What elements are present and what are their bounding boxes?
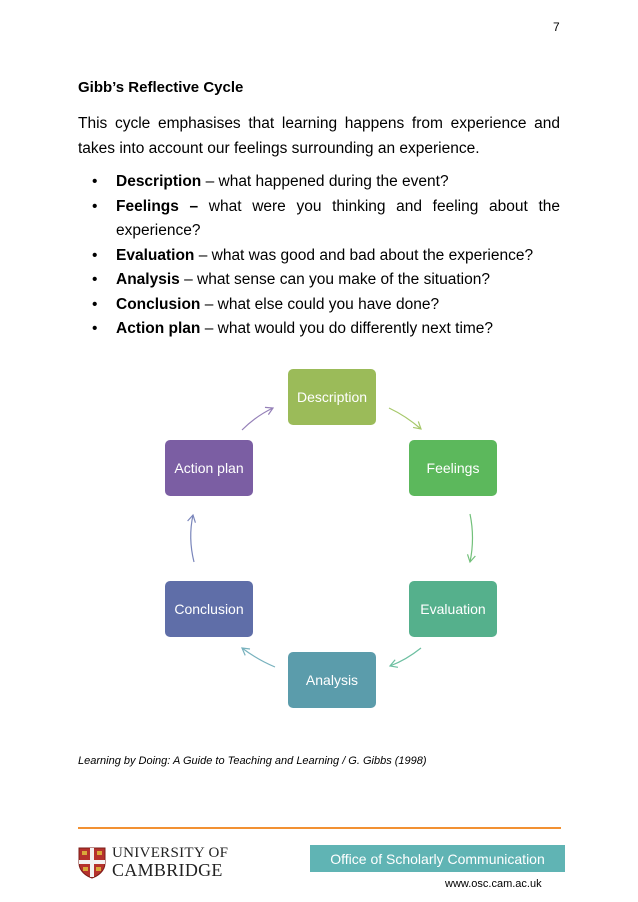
list-item-text: – what sense can you make of the situati… (179, 271, 490, 288)
list-item-text: – what happened during the event? (201, 173, 449, 190)
footer-url: www.osc.cam.ac.uk (445, 878, 542, 890)
list-item-term: Description (116, 173, 202, 190)
footer-divider (78, 827, 561, 829)
bullet-icon: • (92, 197, 98, 215)
cycle-box-evaluation: Evaluation (409, 581, 497, 637)
arrow-feelings-to-evaluation (466, 513, 476, 564)
list-item: • Conclusion – what else could you have d… (92, 293, 560, 318)
crest-icon (78, 847, 106, 879)
arrow-evaluation-to-analysis (388, 647, 422, 668)
bullet-icon: • (92, 320, 98, 337)
arrow-analysis-to-conclusion (241, 647, 276, 668)
cycle-box-description: Description (288, 369, 376, 425)
bullet-icon: • (92, 173, 98, 190)
arrow-conclusion-to-action-plan (187, 513, 196, 563)
arrow-action-plan-to-description (241, 406, 275, 431)
intro-paragraph: This cycle emphasises that learning happ… (78, 115, 560, 157)
list-item: • Evaluation – what was good and bad abou… (92, 244, 560, 269)
list-item-text: – what was good and bad about the experi… (194, 246, 534, 264)
cycle-box-feelings: Feelings (409, 440, 497, 496)
cycle-box-action-plan: Action plan (165, 440, 253, 496)
office-banner: Office of Scholarly Communication (310, 845, 565, 872)
list-item: • Feelings – what were you thinking and f… (92, 195, 560, 244)
bullet-icon: • (92, 246, 98, 264)
list-item-text: – what else could you have done? (200, 295, 440, 313)
citation: Learning by Doing: A Guide to Teaching a… (78, 755, 427, 767)
list-item-term: Evaluation (116, 246, 195, 264)
cycle-box-conclusion: Conclusion (165, 581, 253, 637)
list-item: • Description – what happened during the … (92, 170, 560, 195)
list-item-term: Feelings – (116, 197, 199, 215)
university-line2: CAMBRIDGE (112, 860, 223, 880)
arrow-description-to-feelings (388, 407, 422, 430)
list-item-text: what were you thinking and feeling about… (116, 197, 560, 240)
section-heading: Gibb’s Reflective Cycle (78, 79, 244, 96)
list-item-term: Conclusion (116, 295, 201, 313)
bullet-icon: • (92, 295, 98, 313)
university-wordmark: UNIVERSITY OF CAMBRIDGE (112, 845, 229, 880)
stage-list: • Description – what happened during the … (92, 170, 560, 342)
list-item-term: Action plan (116, 320, 201, 337)
page-number: 7 (553, 20, 560, 34)
university-line1: UNIVERSITY OF (112, 845, 229, 861)
cycle-box-analysis: Analysis (288, 652, 376, 708)
list-item: • Action plan – what would you do differe… (92, 317, 560, 342)
university-logo: UNIVERSITY OF CAMBRIDGE (78, 846, 228, 879)
list-item: • Analysis – what sense can you make of t… (92, 268, 560, 293)
bullet-icon: • (92, 271, 98, 288)
list-item-text: – what would you do differently next tim… (200, 320, 494, 337)
list-item-term: Analysis (116, 271, 180, 288)
